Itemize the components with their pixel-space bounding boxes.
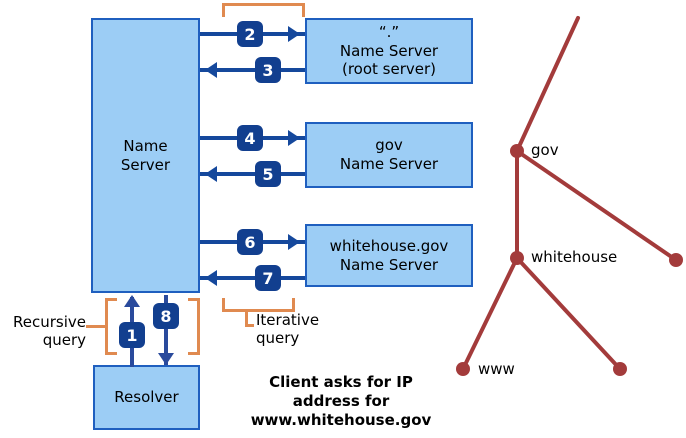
bracket-iterative-foot xyxy=(245,324,254,327)
arrow-shaft-step-7 xyxy=(200,276,305,280)
arrow-head-step-4 xyxy=(288,130,300,146)
tree-edge-whitehouse-www xyxy=(461,256,519,371)
tree-label-gov: gov xyxy=(531,141,559,159)
tree-node-sibling-gov-right xyxy=(669,253,683,267)
box-resolver: Resolver xyxy=(93,365,200,430)
tree-label-www: www xyxy=(478,360,515,378)
arrow-head-step-8 xyxy=(158,353,174,365)
step-badge-7: 7 xyxy=(255,265,281,291)
box-whitehouse-name-server: whitehouse.gov Name Server xyxy=(305,224,473,287)
arrow-shaft-step-3 xyxy=(200,68,305,72)
tree-node-www xyxy=(456,362,470,376)
step-badge-1: 1 xyxy=(119,322,145,348)
box-root-name-server: “.” Name Server (root server) xyxy=(305,18,473,84)
arrow-shaft-step-5 xyxy=(200,172,305,176)
diagram-caption: Client asks for IP address for www.white… xyxy=(250,373,432,430)
tree-node-gov xyxy=(510,144,524,158)
step-badge-2: 2 xyxy=(237,21,263,47)
arrow-head-step-1 xyxy=(124,295,140,307)
step-badge-3: 3 xyxy=(255,57,281,83)
box-name-server: Name Server xyxy=(91,18,200,293)
bracket-top-iterative xyxy=(222,3,305,17)
step-badge-8: 8 xyxy=(153,303,179,329)
tree-edge-gov-sibling xyxy=(515,149,678,262)
dns-name-tree: gov whitehouse www xyxy=(440,0,686,438)
bracket-recursive-query xyxy=(105,298,117,355)
tree-node-sibling-wh-right xyxy=(613,362,627,376)
arrow-head-step-7 xyxy=(205,270,217,286)
tree-edge-whitehouse-sibling xyxy=(515,256,622,371)
tree-node-whitehouse xyxy=(510,251,524,265)
bracket-iterative-query xyxy=(222,298,295,312)
tree-label-whitehouse: whitehouse xyxy=(531,248,618,266)
step-badge-6: 6 xyxy=(237,229,263,255)
bracket-recursive-query-right xyxy=(188,298,200,355)
arrow-head-step-6 xyxy=(288,234,300,250)
step-badge-5: 5 xyxy=(255,161,281,187)
label-recursive-query: Recursive query xyxy=(13,313,86,349)
step-badge-4: 4 xyxy=(237,125,263,151)
label-iterative-query: Iterative query xyxy=(256,311,320,347)
tree-edge-root-gov xyxy=(515,16,580,153)
arrow-head-step-2 xyxy=(288,26,300,42)
box-gov-name-server: gov Name Server xyxy=(305,122,473,188)
dns-tree-svg xyxy=(456,16,683,376)
arrow-head-step-3 xyxy=(205,62,217,78)
arrow-head-step-5 xyxy=(205,166,217,182)
bracket-recursive-connector xyxy=(86,325,106,328)
arrow-shaft-step-8 xyxy=(164,295,168,365)
bracket-iterative-stem xyxy=(245,309,248,327)
